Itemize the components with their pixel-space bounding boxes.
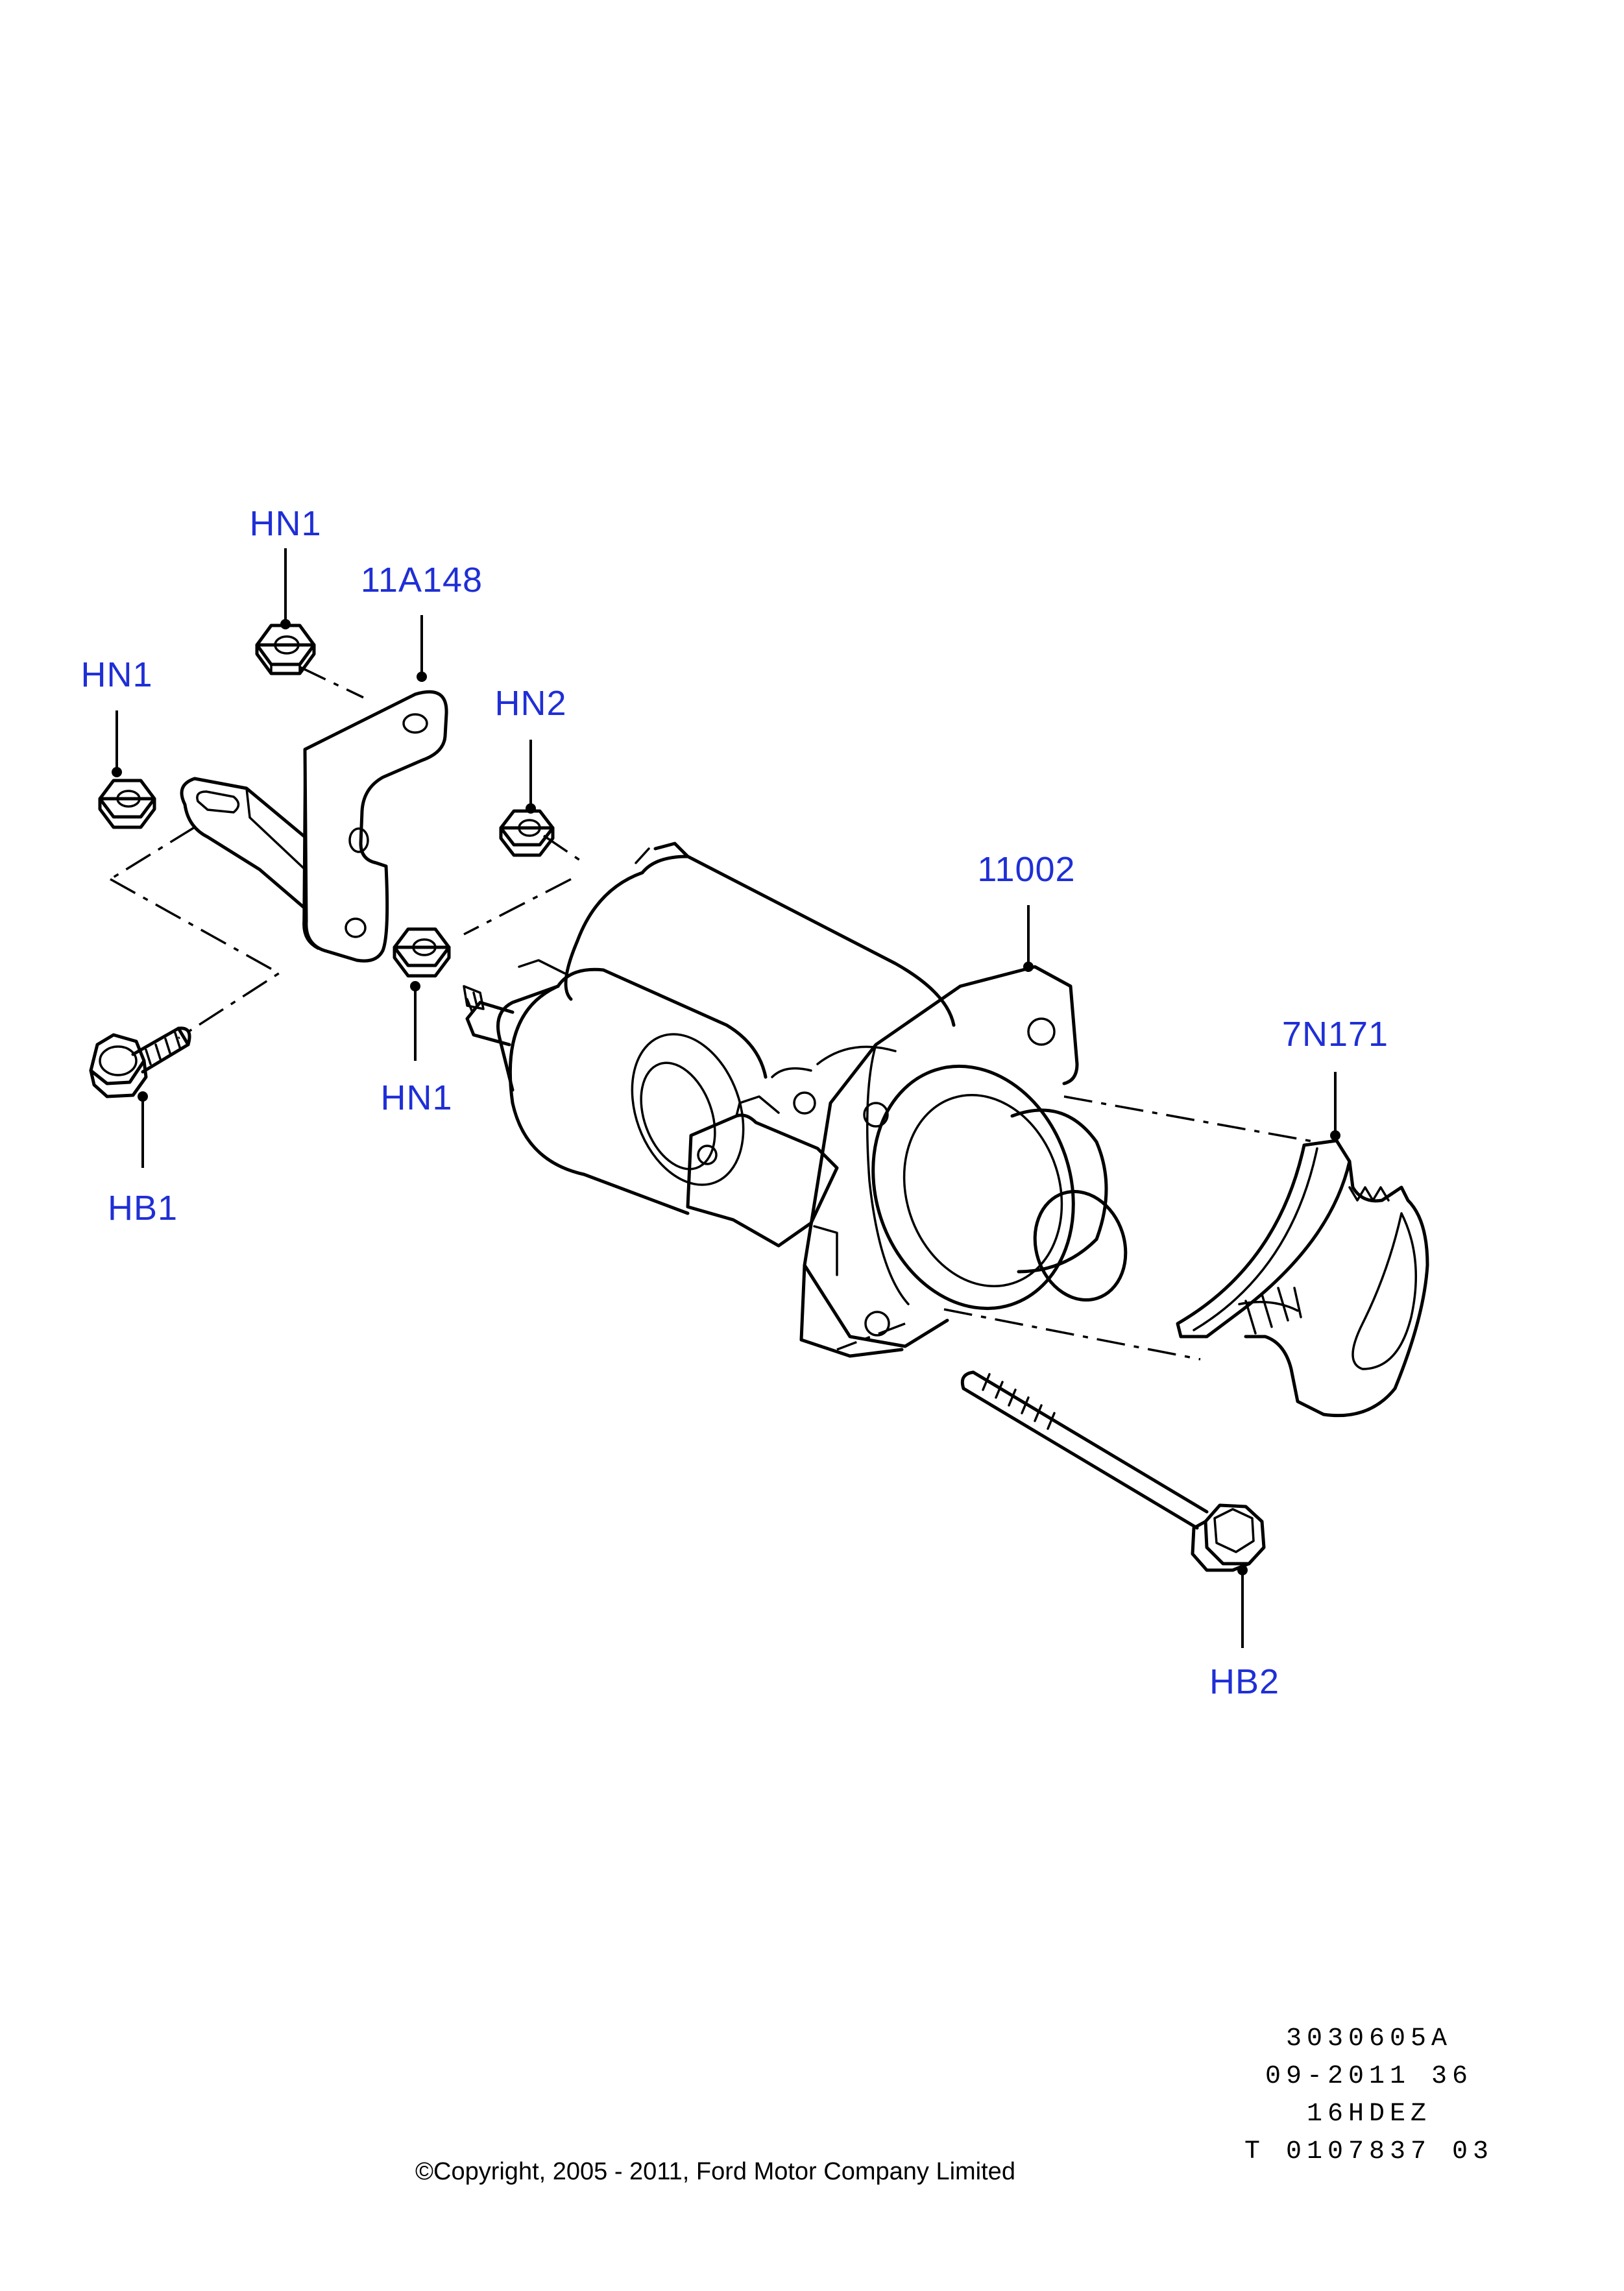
callout-11a148: 11A148	[361, 561, 483, 600]
hb2-bolt	[960, 1370, 1266, 1572]
hn1-bottom-nut	[393, 927, 451, 978]
reference-code: T 0107837 03	[1244, 2137, 1494, 2166]
callout-11002: 11002	[977, 850, 1075, 889]
hb1-bolt	[89, 1026, 191, 1098]
hn1-top-nut	[255, 624, 316, 675]
mounting-bracket	[302, 690, 448, 963]
starter-motor	[463, 842, 1128, 1358]
engine-code: 16HDEZ	[1306, 2100, 1432, 2129]
starter-shield	[1176, 1139, 1429, 1418]
callout-labels: HN1 11A148 HN1 HN2 11002 HN1 HB1 7N171 H…	[80, 504, 1388, 1701]
drawing-date: 09-2011 36	[1265, 2062, 1473, 2091]
cable-bracket	[180, 777, 307, 910]
copyright-notice: ©Copyright, 2005 - 2011, Ford Motor Comp…	[415, 2158, 1015, 2185]
callout-hn1-top: HN1	[249, 504, 321, 543]
callout-hn1-bottom: HN1	[380, 1078, 452, 1117]
callout-7n171: 7N171	[1282, 1015, 1388, 1054]
callout-hn2: HN2	[494, 684, 566, 723]
assembly-lines	[110, 666, 1316, 1361]
callout-hb1: HB1	[108, 1189, 178, 1228]
hn2-nut	[499, 809, 555, 857]
hn1-left-nut	[98, 779, 156, 829]
callout-hb2: HB2	[1209, 1662, 1279, 1701]
drawing-number: 3030605A	[1285, 2024, 1453, 2054]
callout-hn1-left: HN1	[80, 655, 152, 694]
